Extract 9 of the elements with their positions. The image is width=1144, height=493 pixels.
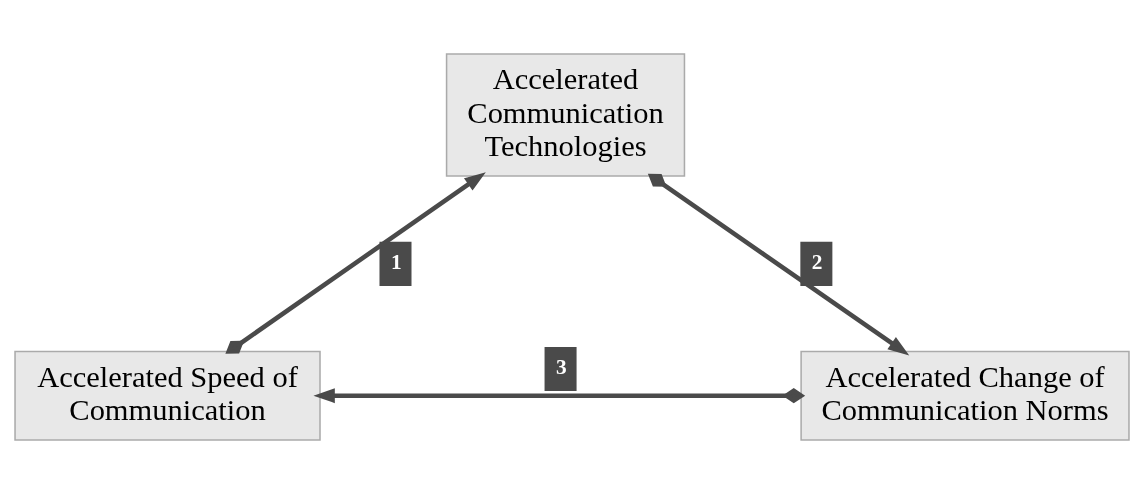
edge-label: 3	[555, 354, 567, 379]
node-box: Accelerated Communication Technologies	[445, 52, 686, 177]
edge-label: 2	[811, 249, 823, 274]
arrow	[313, 387, 806, 403]
node-box: Accelerated Change of Communication Norms	[800, 350, 1130, 441]
edge-label: 1	[390, 249, 402, 274]
arrow	[647, 173, 910, 355]
arrow	[225, 171, 486, 354]
node-box: Accelerated Speed of Communication	[14, 350, 321, 441]
